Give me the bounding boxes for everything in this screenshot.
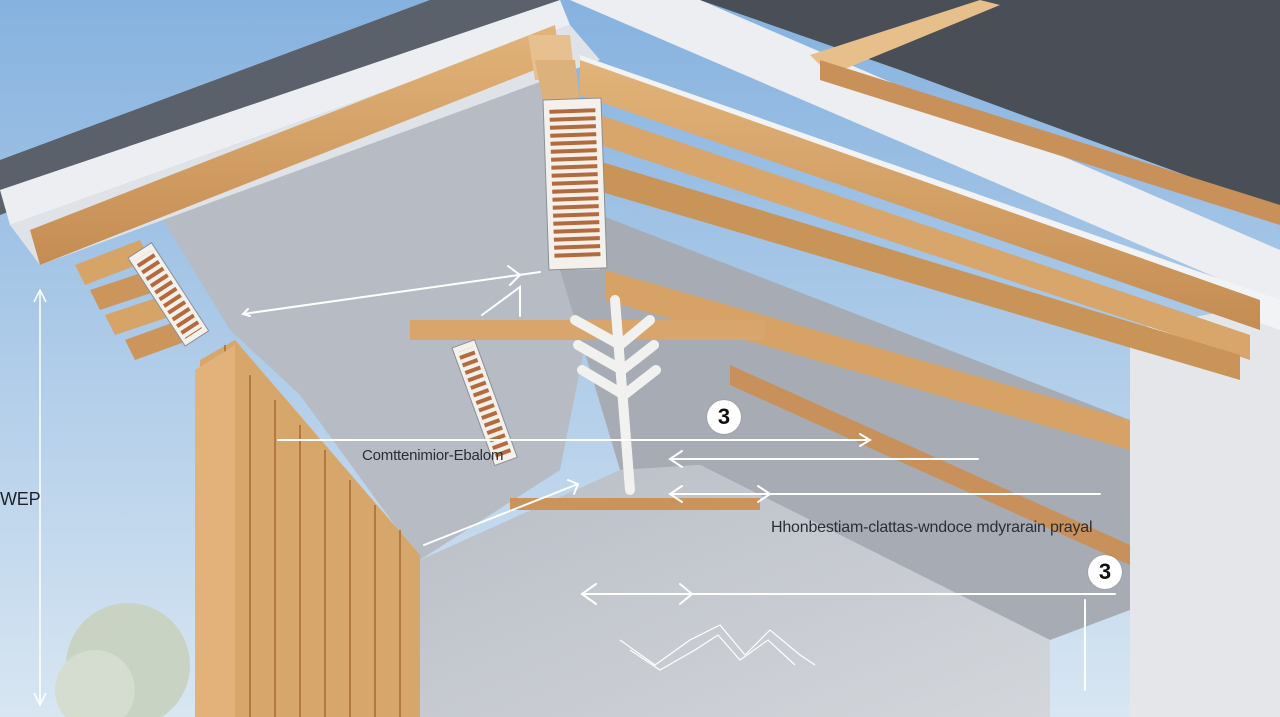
airflow-arrows xyxy=(241,265,1116,691)
tree xyxy=(55,650,135,717)
rafter xyxy=(810,0,1000,75)
vent xyxy=(127,242,210,347)
eave-rafter xyxy=(125,320,190,360)
fascia-left xyxy=(0,0,570,225)
number-badge: 3 xyxy=(1088,555,1122,589)
rafter xyxy=(580,60,1260,330)
rafter xyxy=(595,160,1240,380)
vent xyxy=(542,97,608,271)
vent xyxy=(451,339,518,467)
eave-rafter xyxy=(105,295,175,335)
wall-edge xyxy=(195,345,235,717)
rafter xyxy=(730,365,1130,565)
eave-rafter xyxy=(75,240,150,285)
gable-wall xyxy=(420,465,1050,717)
dimension-line xyxy=(33,288,47,707)
ridge-branch xyxy=(570,295,661,495)
rafter xyxy=(585,110,1250,360)
rafter xyxy=(605,270,1130,450)
roof-right xyxy=(640,0,1280,210)
dimension-label: WEP xyxy=(0,489,41,509)
right-wall xyxy=(1130,300,1280,717)
lower-tie xyxy=(510,498,760,510)
beam-top-left xyxy=(30,25,560,265)
number-badge: 3 xyxy=(707,400,741,434)
rafter xyxy=(820,60,1280,225)
side-wall xyxy=(200,340,420,717)
airflow-label-right: Hhonbestiam-clattas-wndoce mdyrarain pra… xyxy=(771,519,1093,536)
heat-zigzag xyxy=(619,624,816,671)
airflow-label-center: Comttenimior-Ebalom xyxy=(362,447,504,464)
fascia-right xyxy=(570,0,1280,305)
